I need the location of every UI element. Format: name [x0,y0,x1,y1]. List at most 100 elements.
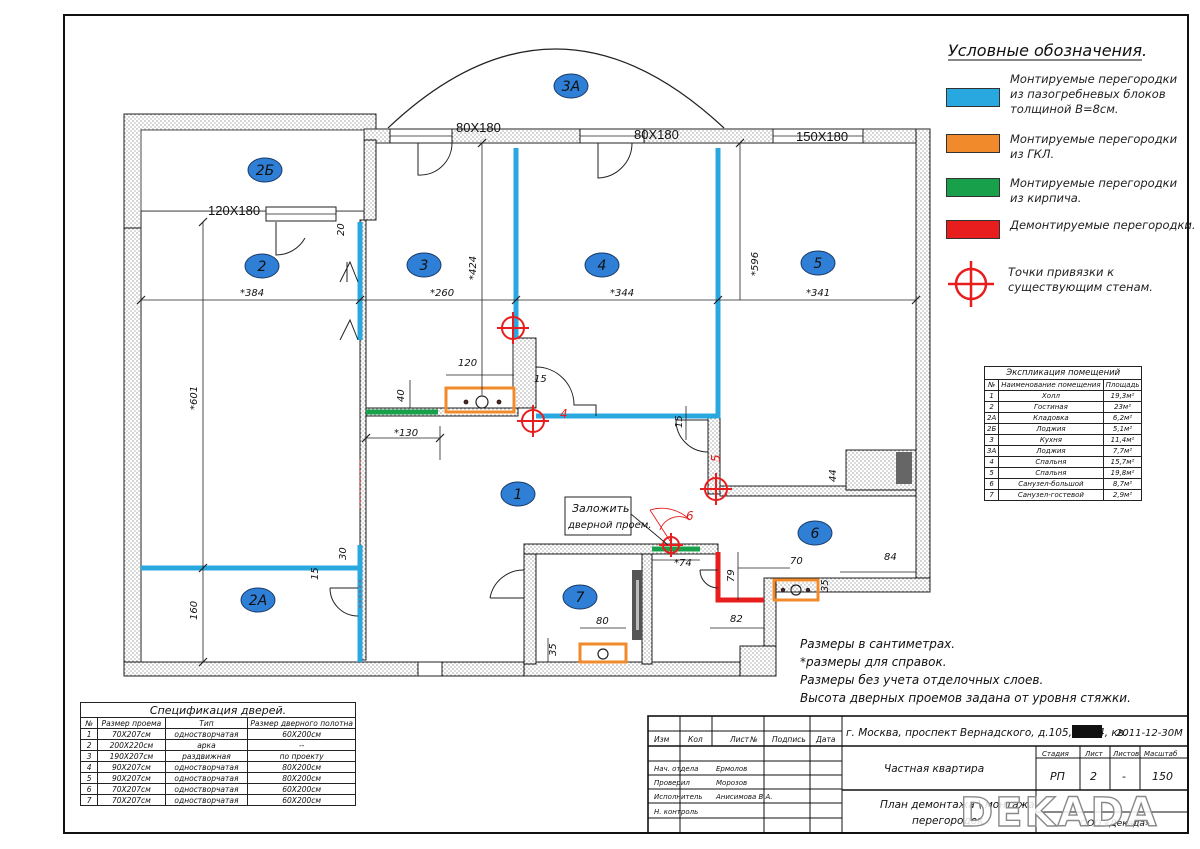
sinks [463,395,811,660]
table-cell: одностворчатая [164,783,249,795]
note-4: Высота дверных проемов задана от уровня … [800,691,1131,705]
table-cell: 60Х200см [247,794,356,806]
table-header: Размер проема [97,717,166,729]
table-cell: 60Х200см [247,783,356,795]
table-cell: 1 [79,728,99,740]
dim-d84: 84 [884,552,897,563]
legend-text-line: из пазогребневых блоков [1010,87,1166,101]
table-cell: Лоджия [998,445,1104,457]
callout-line-1: Заложить [572,502,630,515]
tb-role-1: Проверил [654,779,690,787]
tb-drawing-title-1: План демонтажа \ монтажа [880,799,1035,811]
legend-title: Условные обозначения. [948,41,1147,60]
dim-d30: 30 [338,547,349,560]
table-cell: 60Х200см [247,728,356,740]
loggia-3a-arc [387,48,725,129]
dim-d44: 44 [828,469,839,482]
room-label: 3 [420,258,429,274]
callout-line-2: дверной проем. [567,520,652,531]
dim-w344: *344 [610,288,634,299]
table-cell: 23м² [1102,401,1143,413]
tb-drawing-title-2: перегородок [912,815,984,827]
room-marker-7: 4 [584,252,620,278]
room-label: 2 [258,259,267,275]
legend-anchor-line-1: Точки привязки к [1008,265,1115,279]
room-label: 2Б [256,163,275,179]
room-marker-5: 3 [406,252,442,278]
dim-d15b: 15 [674,415,685,428]
room-label: 2А [249,593,267,609]
table-cell: 3 [79,750,99,762]
dim-d74: *74 [674,558,692,569]
legend-text-line: Монтируемые перегородки [1010,132,1178,146]
table-cell: одностворчатая [164,772,249,784]
legend-swatch-3 [946,178,1000,197]
sheet-frame [63,14,1189,834]
table-cell: 70Х207см [97,728,166,740]
tb-org: ООО «Декада» [1080,819,1150,829]
dim-d15a: 15 [534,374,547,385]
tb-name-1: Морозов [716,779,747,787]
legend-swatch-1 [946,88,1000,107]
tb-role-3: Н. контроль [654,808,698,816]
table-header: Размер дверного полотна [247,717,356,729]
table-cell: Гостиная [998,401,1104,413]
table-cell: Спальня [998,456,1104,468]
table-cell: 15,7м² [1102,456,1143,468]
door-number-5: 5 [709,454,723,462]
table-cell: 3А [983,445,1000,457]
dim-h160: 160 [189,601,200,620]
table-cell: 6 [983,478,1000,490]
table-cell: 2Б [983,423,1000,435]
legend-anchor-symbol [948,261,994,307]
explication-title: Экспликация помещений [983,366,1143,380]
callout-box [564,496,632,536]
tb-name-2: Анисимова В.А. [715,793,773,801]
room-marker-4: 2Б [247,157,283,183]
note-2: *размеры для справок. [800,655,947,669]
room-label: 7 [576,590,585,606]
dim-window-c: 80X180 [634,127,679,142]
table-cell: 11,4м² [1102,434,1143,446]
table-header: Площадь [1102,379,1143,391]
table-cell: 6,2м² [1102,412,1143,424]
redacted-box [1072,725,1102,738]
table-cell: Спальня [998,467,1104,479]
note-1: Размеры в сантиметрах. [800,637,956,651]
tb-sv-stage: РП [1050,770,1065,783]
table-header: Тип [164,717,249,729]
table-cell: 1 [983,390,1000,402]
table-cell: 90Х207см [97,772,166,784]
dim-d80: 80 [596,616,609,627]
tb-sh-stage: Стадия [1042,750,1069,758]
table-header: № [983,379,1000,391]
table-header: № [79,717,99,729]
tb-h-list: Лист [729,735,750,744]
table-cell: Кладовка [998,412,1104,424]
dim-window-b: 80X180 [456,120,501,135]
table-cell: 5 [79,772,99,784]
table-cell: 4 [79,761,99,773]
table-cell: 7 [983,489,1000,501]
dim-d35a: 35 [820,579,831,592]
table-cell: Лоджия [998,423,1104,435]
table-cell: 8,7м² [1102,478,1143,490]
tb-role-2: Исполнитель [654,793,703,801]
room-marker-2: 2 [244,253,280,279]
table-cell: одностворчатая [164,794,249,806]
dim-h596: *596 [750,252,761,276]
table-cell: по проекту [247,750,356,762]
legend-swatch-2 [946,134,1000,153]
table-cell: 2А [983,412,1000,424]
room-marker-3: 2А [240,587,276,613]
dim-d40: 40 [396,389,407,402]
